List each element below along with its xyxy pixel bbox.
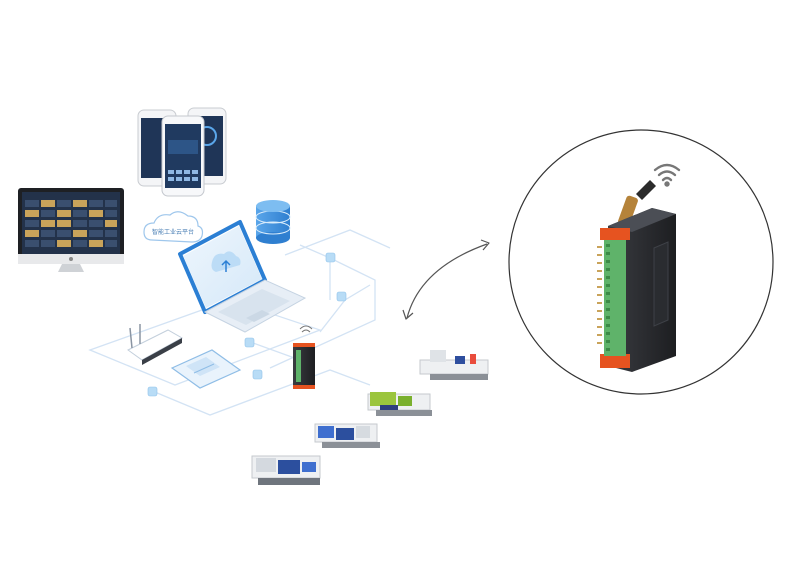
desktop-monitor [18,188,124,272]
phones [137,107,227,197]
cloud-platform: 智能工业云平台 [143,211,204,243]
upload-icon [211,251,241,272]
tablet-icon [170,349,242,389]
network-node [325,252,336,263]
network-node [252,369,263,380]
io-module-small [293,325,315,389]
injection-machine-icon [314,423,380,448]
network-node [336,291,347,302]
laptop-icon [178,220,307,333]
network-node [244,337,255,348]
injection-machine-icon [419,350,489,380]
network-node [147,386,158,397]
router-icon [127,324,184,365]
database-icon [255,200,291,244]
injection-machine-icon [251,455,321,485]
double-arrow [402,239,490,320]
io-module-icon [597,208,676,372]
device-closeup [508,129,774,395]
injection-machine-icon [367,392,432,416]
wifi-icon [653,163,681,187]
wifi-icon-small [299,325,313,333]
antenna [618,180,656,227]
monitor-screen-tiles [25,200,117,247]
injection-machines [251,350,489,485]
cloud-label: 智能工业云平台 [152,228,194,236]
network-nodes [147,252,347,397]
apple-logo-icon [69,257,73,261]
